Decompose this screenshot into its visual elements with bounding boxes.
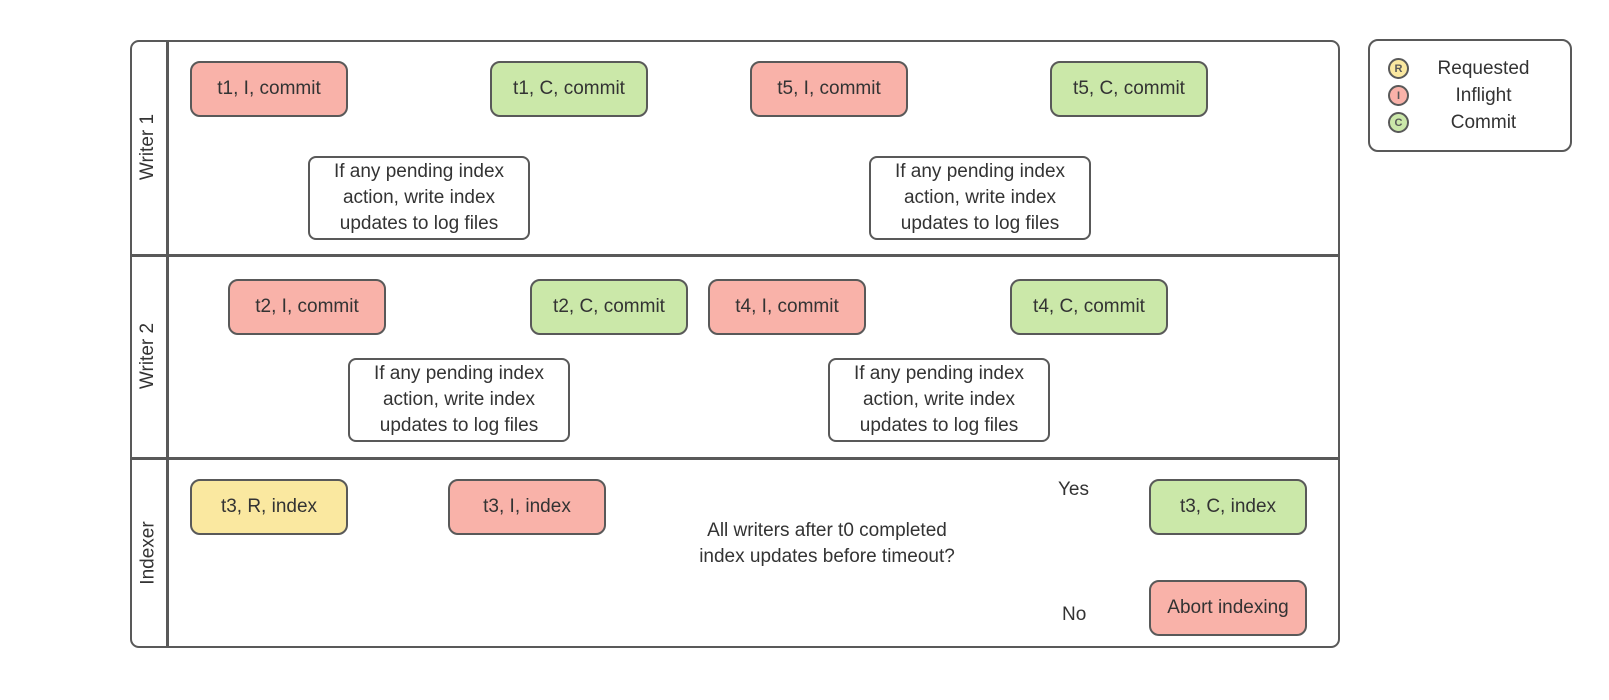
node-t4-commit: t4, C, commit [1010,279,1168,335]
legend-label-commit: Commit [1450,111,1517,133]
legend-row-commit: C Commit [1388,112,1558,134]
node-t2-commit: t2, C, commit [530,279,688,335]
node-w1-index-note-2: If any pending index action, write index… [869,156,1091,240]
node-t5-inflight: t5, I, commit [750,61,908,117]
node-t3-inflight: t3, I, index [448,479,606,535]
lane-label-separator [166,41,169,647]
legend-row-requested: R Requested [1388,58,1558,80]
lane-divider [131,254,1339,257]
legend-label-requested: Requested [1437,57,1530,79]
node-t5-commit: t5, C, commit [1050,61,1208,117]
node-w1-index-note-1: If any pending index action, write index… [308,156,530,240]
node-t3-commit: t3, C, index [1149,479,1307,535]
lane-label-writer2: Writer 2 [137,322,159,389]
node-w2-index-note-1: If any pending index action, write index… [348,358,570,442]
legend-row-inflight: I Inflight [1388,85,1558,107]
inflight-state-icon: I [1388,85,1409,106]
branch-label-no: No [1062,604,1087,625]
node-w2-index-note-2: If any pending index action, write index… [828,358,1050,442]
lane-divider [131,457,1339,460]
lane-label-writer1: Writer 1 [137,113,159,181]
node-t3-requested: t3, R, index [190,479,348,535]
node-t1-commit: t1, C, commit [490,61,648,117]
node-abort-indexing: Abort indexing [1149,580,1307,636]
legend-label-inflight: Inflight [1455,84,1512,106]
node-t2-inflight: t2, I, commit [228,279,386,335]
node-t4-inflight: t4, I, commit [708,279,866,335]
node-t1-inflight: t1, I, commit [190,61,348,117]
swimlane-frame [130,40,1340,648]
decision-diamond-text: All writers after t0 completed index upd… [699,520,955,568]
requested-state-icon: R [1388,58,1409,79]
lane-label-indexer: Indexer [137,520,159,585]
branch-label-yes: Yes [1058,479,1089,500]
legend: R Requested I Inflight C Commit [1368,39,1572,152]
commit-state-icon: C [1388,112,1409,133]
